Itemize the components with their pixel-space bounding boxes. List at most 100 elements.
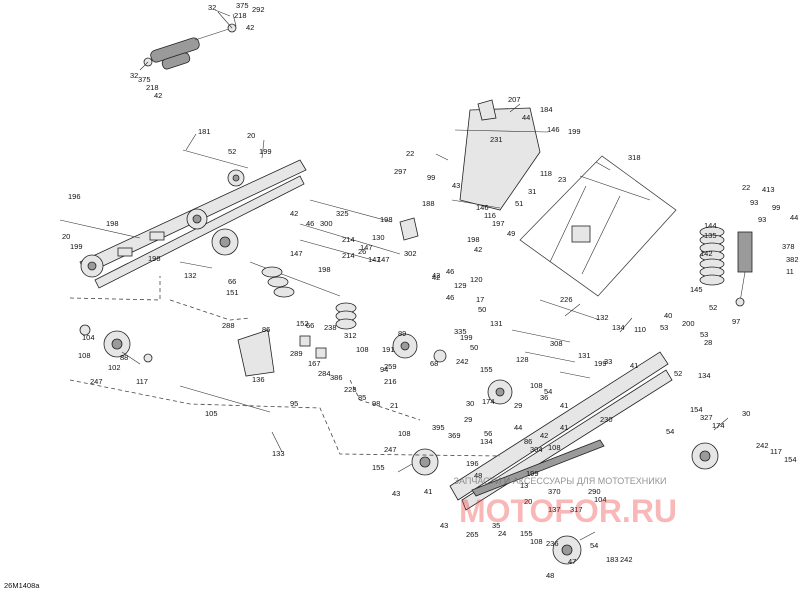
- callout-number: 24: [498, 529, 506, 538]
- callout-number: 116: [484, 211, 496, 220]
- callout-number: 95: [290, 399, 298, 408]
- callout-number: 183: [606, 555, 619, 564]
- callout-number: 197: [492, 219, 505, 228]
- callout-number: 47: [568, 557, 576, 566]
- callout-number: 236: [546, 539, 559, 548]
- callout-number: 147: [290, 249, 303, 258]
- callout-number: 86: [262, 325, 270, 334]
- callout-number: 198: [318, 265, 331, 274]
- callout-number: 50: [478, 305, 486, 314]
- callout-number: 36: [540, 393, 548, 402]
- callout-number: 196: [466, 459, 479, 468]
- callout-number: 32: [208, 3, 216, 12]
- callout-number: 152: [296, 319, 309, 328]
- callout-number: 289: [290, 349, 303, 358]
- callout-number: 102: [108, 363, 121, 372]
- callout-number: 155: [372, 463, 385, 472]
- callout-number: 99: [427, 173, 435, 182]
- callout-number: 147: [377, 255, 390, 264]
- callout-number: 54: [590, 541, 598, 550]
- callout-number: 68: [430, 359, 438, 368]
- callout-number: 52: [709, 303, 717, 312]
- callout-number: 174: [482, 397, 495, 406]
- callout-number: 167: [308, 359, 321, 368]
- spring-center: [335, 302, 357, 330]
- callout-number: 265: [466, 530, 479, 539]
- callout-number: 129: [454, 281, 467, 290]
- callout-number: 147: [360, 243, 373, 252]
- callout-number: 48: [546, 571, 554, 580]
- callout-number: 110: [634, 325, 646, 334]
- callout-number: 44: [522, 113, 530, 122]
- callout-number: 308: [550, 339, 563, 348]
- callout-number: 145: [690, 285, 703, 294]
- callout-number: 94: [380, 365, 388, 374]
- callout-number: 238: [324, 323, 337, 332]
- callout-number: 134: [698, 371, 711, 380]
- callout-number: 198: [106, 219, 119, 228]
- callout-number: 53: [660, 323, 668, 332]
- callout-number: 135: [704, 231, 717, 240]
- callout-number: 89: [398, 329, 406, 338]
- callout-number: 131: [490, 319, 503, 328]
- callout-number: 395: [432, 423, 445, 432]
- callout-number: 41: [424, 487, 432, 496]
- watermark: MOTOFOR.RU ЗАПЧАСТИ И АКСЕССУАРЫ ДЛЯ МОТ…: [454, 476, 678, 529]
- callout-number: 155: [520, 529, 533, 538]
- callout-number: 199: [259, 147, 272, 156]
- callout-number: 42: [540, 431, 548, 440]
- callout-number: 118: [540, 169, 552, 178]
- callout-number: 41: [560, 423, 568, 432]
- callout-number: 117: [770, 447, 782, 456]
- callout-number: 226: [560, 295, 573, 304]
- callout-number: 199: [70, 242, 83, 251]
- callout-number: 105: [205, 409, 218, 418]
- callout-number: 304: [530, 445, 543, 454]
- callout-number: 147: [368, 255, 381, 264]
- callout-number: 146: [547, 125, 560, 134]
- callout-number: 42: [290, 209, 298, 218]
- callout-number: 108: [398, 429, 411, 438]
- central-arms: [179, 199, 401, 453]
- callout-number: 54: [666, 427, 674, 436]
- shock-absorber-top: [139, 11, 237, 71]
- callout-number: 98: [372, 399, 380, 408]
- callout-number: 134: [480, 437, 493, 446]
- callout-number: 297: [394, 167, 407, 176]
- callout-number: 146: [476, 203, 489, 212]
- callout-number: 132: [184, 271, 197, 280]
- callout-number: 46: [446, 267, 454, 276]
- callout-number: 31: [528, 187, 536, 196]
- callout-number: 413: [762, 185, 775, 194]
- callout-number: 33: [604, 357, 612, 366]
- callout-number: 66: [306, 321, 314, 330]
- callout-number: 312: [344, 331, 357, 340]
- callout-number: 317: [570, 505, 583, 514]
- spring-left: [261, 266, 295, 298]
- callout-number: 42: [432, 273, 440, 282]
- callout-number: 284: [318, 369, 331, 378]
- callout-number: 22: [742, 183, 750, 192]
- callout-number: 86: [524, 437, 532, 446]
- callout-number: 21: [390, 401, 398, 410]
- callout-number: 242: [620, 555, 633, 564]
- callout-number: 137: [548, 505, 561, 514]
- callout-number: 327: [700, 413, 713, 422]
- callout-number: 108: [548, 443, 561, 452]
- callout-number: 28: [704, 338, 712, 347]
- callout-number: 46: [306, 219, 314, 228]
- callout-number: 335: [454, 327, 467, 336]
- callout-number: 13: [520, 481, 528, 490]
- wheels: [79, 324, 719, 565]
- callout-number: 93: [750, 198, 758, 207]
- callout-number: 216: [384, 377, 397, 386]
- callout-number: 151: [226, 288, 239, 297]
- callout-number: 386: [330, 373, 343, 382]
- callout-number: 214: [342, 251, 355, 260]
- callout-number: 191: [382, 345, 395, 354]
- callout-number: 50: [470, 343, 478, 352]
- leader-lines: [121, 9, 729, 541]
- callout-number: 99: [772, 203, 780, 212]
